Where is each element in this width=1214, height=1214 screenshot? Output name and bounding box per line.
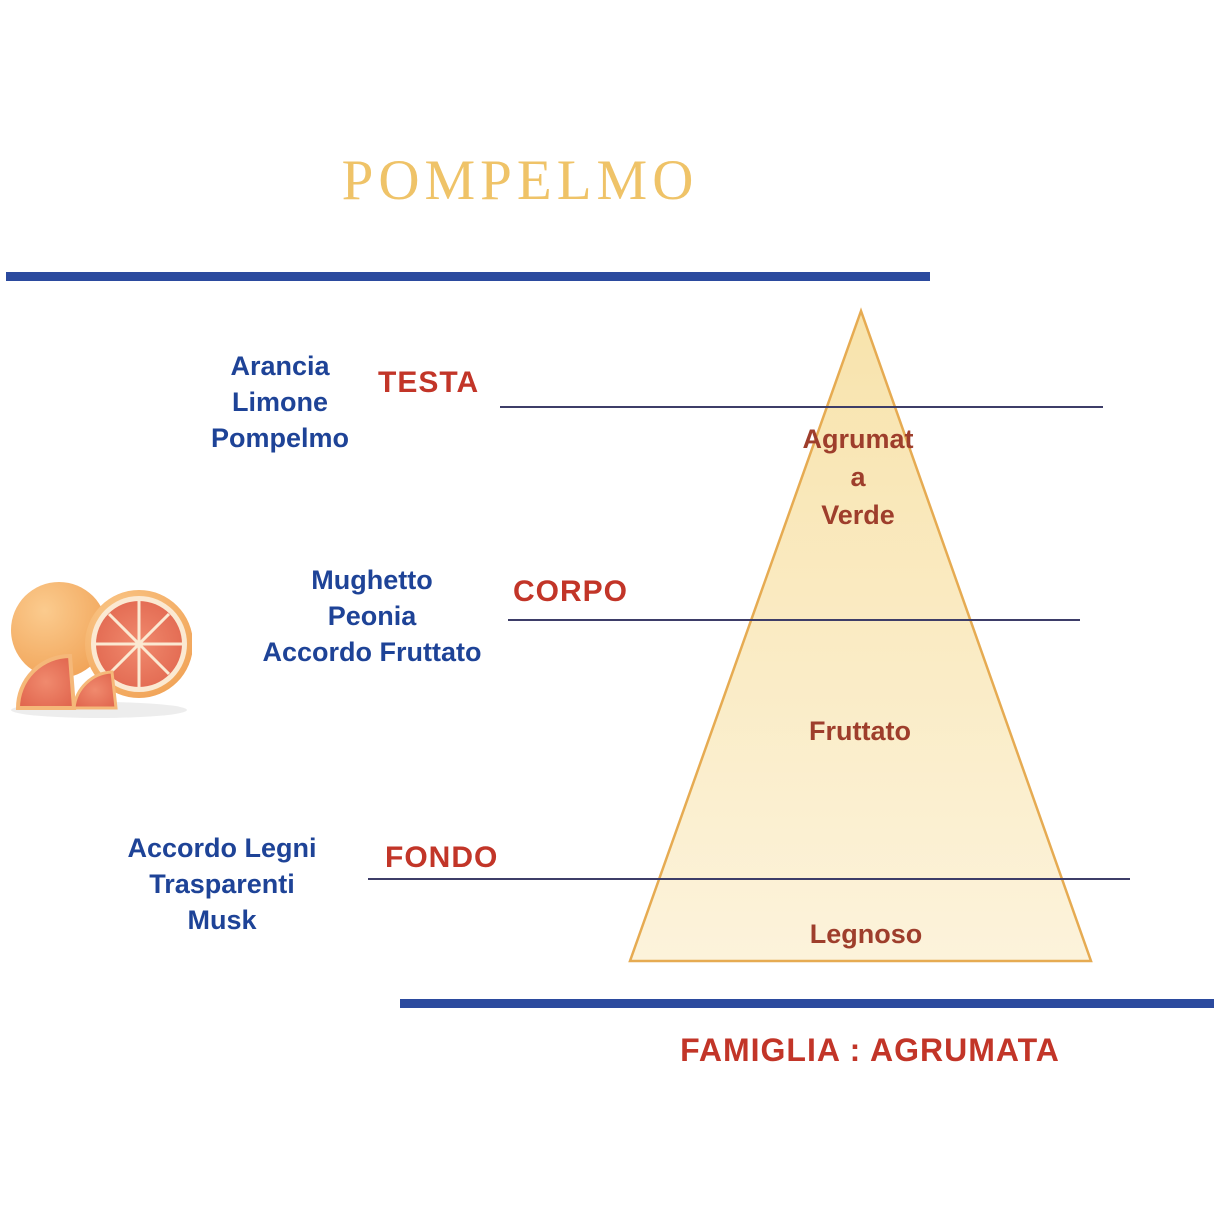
note-line: Pompelmo xyxy=(210,423,350,453)
note-line: Musk xyxy=(187,905,257,935)
note-line: Arancia xyxy=(230,351,330,381)
pyramid-top-line: Verde xyxy=(821,500,895,530)
pyramid-top-line: a xyxy=(850,462,866,492)
corpo-notes: Mughetto Peonia Accordo Fruttato xyxy=(197,562,547,670)
page-title: POMPELMO xyxy=(341,149,699,212)
pyramid-top-line: Agrumat xyxy=(802,424,914,454)
testa-notes: Arancia Limone Pompelmo xyxy=(130,348,430,456)
bottom-divider xyxy=(400,999,1214,1008)
note-line: Limone xyxy=(231,387,328,417)
pyramid-middle-descriptor: Fruttato xyxy=(809,716,911,746)
note-line: Accordo Legni xyxy=(127,833,317,863)
note-line: Trasparenti xyxy=(149,869,295,899)
family-label: FAMIGLIA : AGRUMATA xyxy=(680,1032,1060,1068)
testa-rule-line xyxy=(500,406,1103,408)
grapefruit-image xyxy=(11,582,192,718)
fondo-label: FONDO xyxy=(385,841,499,874)
note-line: Mughetto xyxy=(311,565,433,595)
note-line: Accordo Fruttato xyxy=(262,637,482,667)
note-line: Peonia xyxy=(327,601,417,631)
testa-label: TESTA xyxy=(378,366,480,399)
pyramid-top-descriptor: Agrumat a Verde xyxy=(758,420,958,534)
fondo-rule-line xyxy=(368,878,1130,880)
corpo-label: CORPO xyxy=(513,575,629,608)
pyramid-bottom-descriptor: Legnoso xyxy=(809,919,923,949)
fondo-notes: Accordo Legni Trasparenti Musk xyxy=(72,830,372,938)
top-divider xyxy=(6,272,930,281)
pyramid-shape xyxy=(628,307,1093,963)
corpo-rule-line xyxy=(508,619,1080,621)
